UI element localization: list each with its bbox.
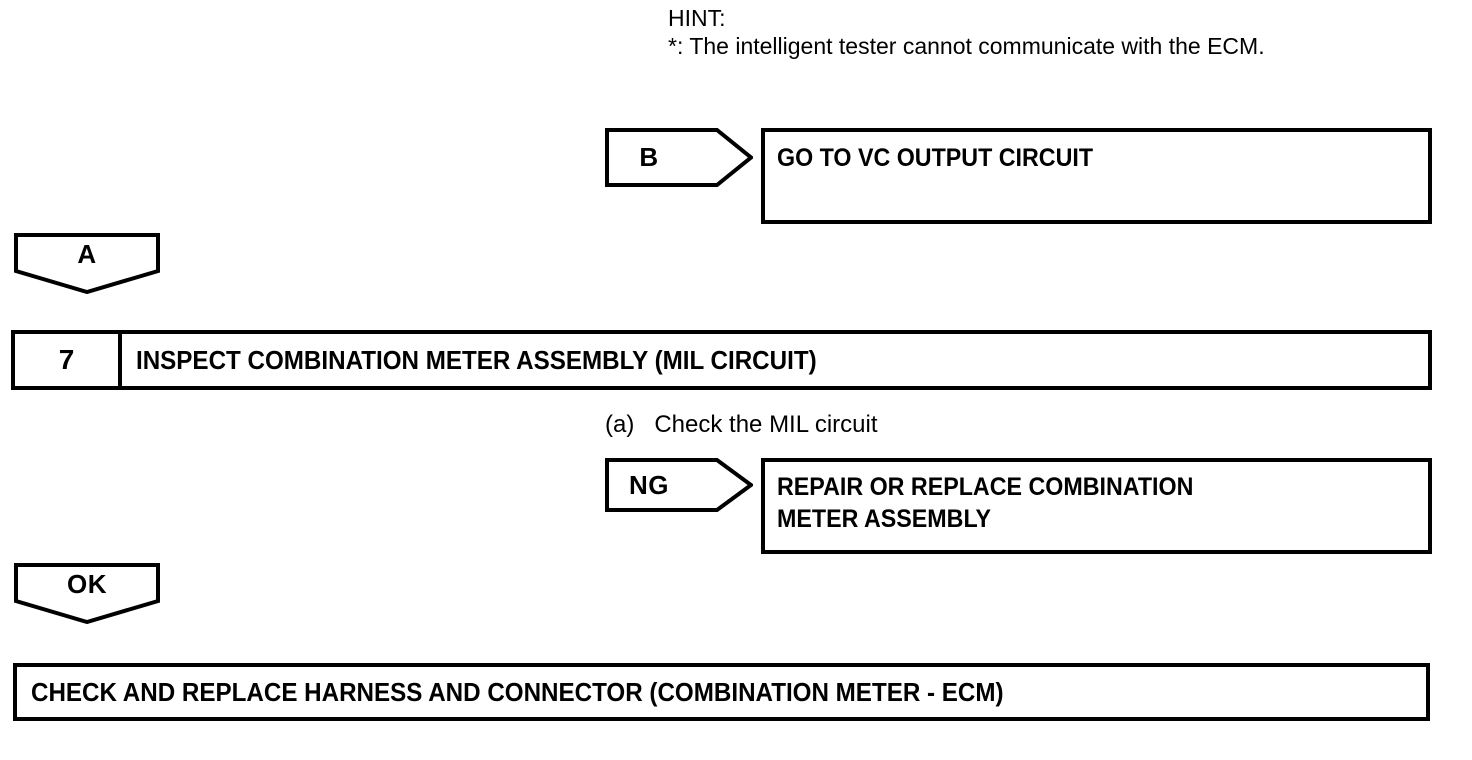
connector-ok-label: OK bbox=[67, 568, 107, 599]
step-title-7: INSPECT COMBINATION METER ASSEMBLY (MIL … bbox=[122, 334, 1428, 386]
hint-heading: HINT: bbox=[668, 5, 726, 31]
result-box-repair-or-replace[interactable]: REPAIR OR REPLACE COMBINATION METER ASSE… bbox=[761, 458, 1432, 554]
result-box-repair-or-replace-text: REPAIR OR REPLACE COMBINATION METER ASSE… bbox=[777, 473, 1194, 533]
final-conclusion-box[interactable]: CHECK AND REPLACE HARNESS AND CONNECTOR … bbox=[13, 663, 1430, 721]
connector-down-pentagon-icon bbox=[14, 563, 160, 624]
branch-tag-b-label: B bbox=[639, 142, 659, 172]
step-number-7: 7 bbox=[15, 334, 122, 386]
connector-ok[interactable]: OK bbox=[14, 563, 160, 624]
arrow-right-shape-icon bbox=[605, 128, 753, 187]
result-box-vc-output-circuit[interactable]: GO TO VC OUTPUT CIRCUIT bbox=[761, 128, 1432, 224]
connector-a-label: A bbox=[77, 238, 97, 269]
branch-tag-ng[interactable]: NG bbox=[605, 458, 753, 512]
result-box-vc-output-circuit-text: GO TO VC OUTPUT CIRCUIT bbox=[777, 144, 1094, 172]
step-7-procedure-a: (a) Check the MIL circuit bbox=[605, 411, 878, 438]
final-conclusion-text: CHECK AND REPLACE HARNESS AND CONNECTOR … bbox=[31, 676, 1004, 707]
hint-note: *: The intelligent tester cannot communi… bbox=[668, 33, 1265, 59]
hint-block: HINT: *: The intelligent tester cannot c… bbox=[668, 4, 1428, 60]
connector-down-pentagon-icon bbox=[14, 233, 160, 294]
branch-tag-b[interactable]: B bbox=[605, 128, 753, 187]
step-title-7-text: INSPECT COMBINATION METER ASSEMBLY (MIL … bbox=[136, 344, 817, 375]
branch-tag-ng-label: NG bbox=[629, 469, 669, 500]
connector-a[interactable]: A bbox=[14, 233, 160, 294]
step-row-7[interactable]: 7 INSPECT COMBINATION METER ASSEMBLY (MI… bbox=[11, 330, 1432, 390]
arrow-right-shape-icon bbox=[605, 458, 753, 512]
